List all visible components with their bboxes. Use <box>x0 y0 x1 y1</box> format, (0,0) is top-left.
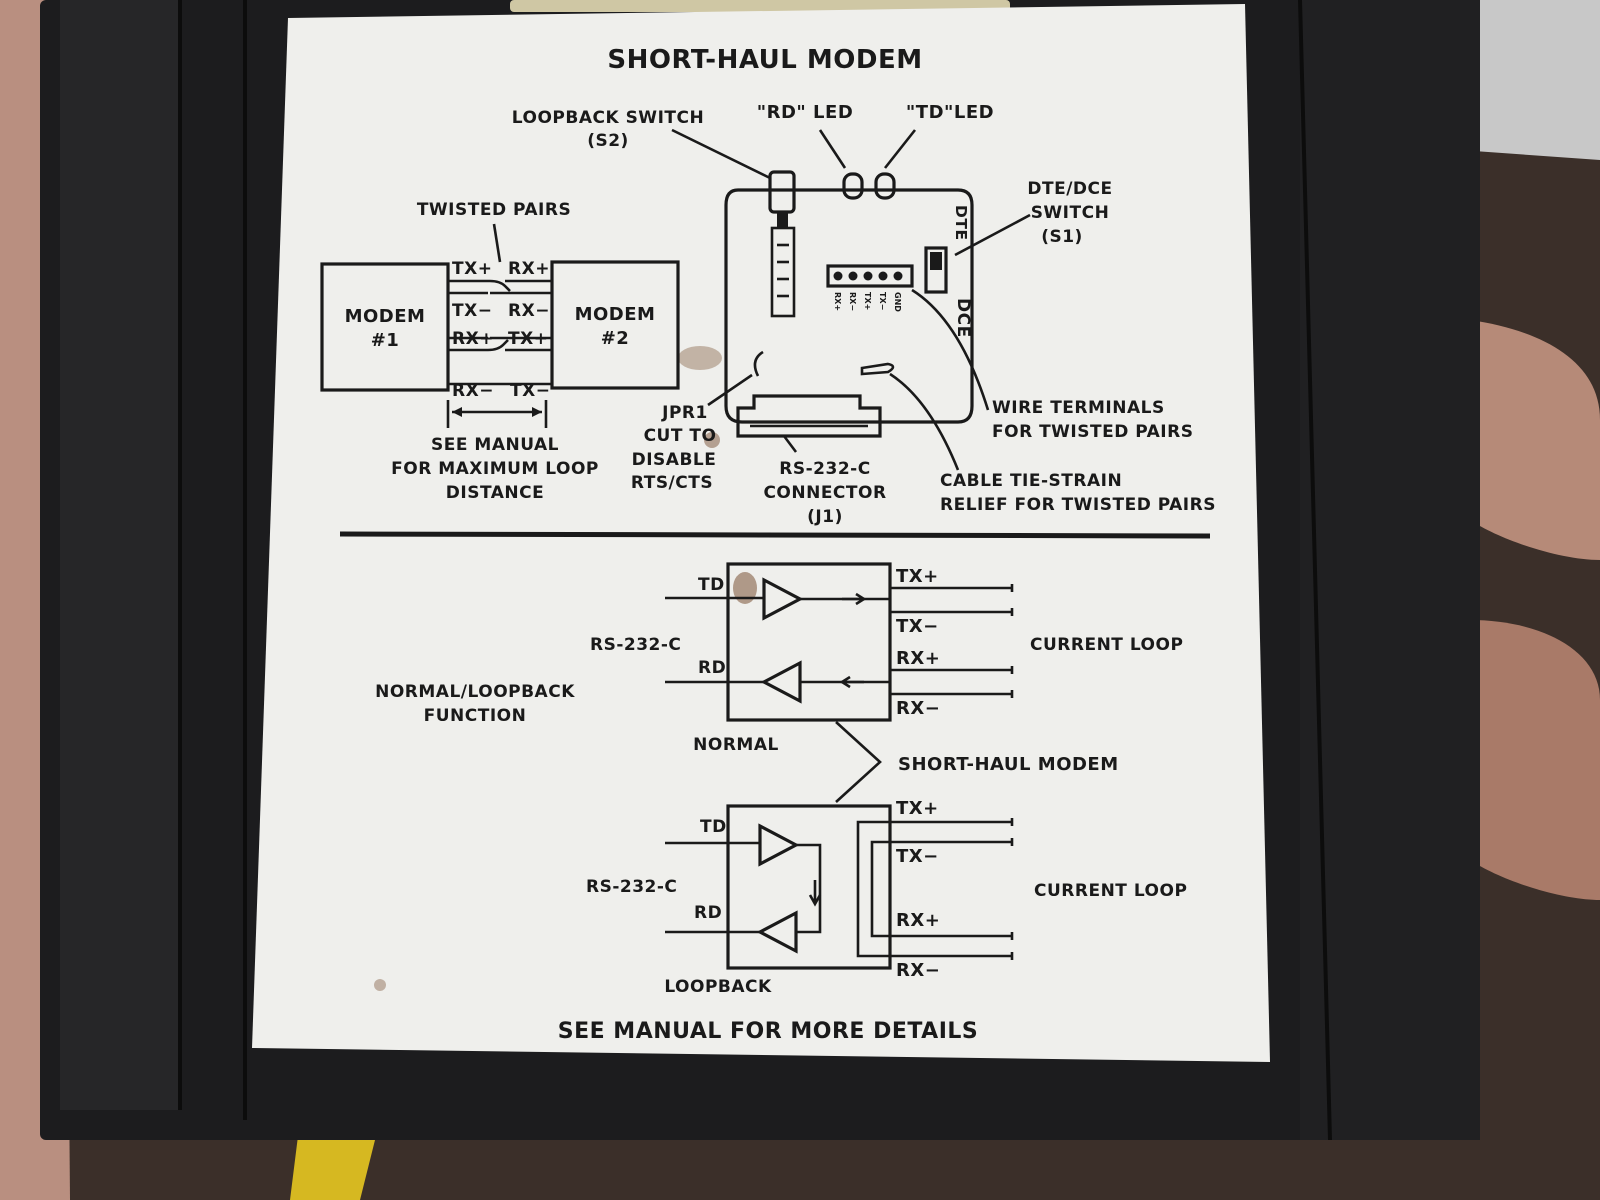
keyboard <box>1450 0 1600 160</box>
rs232-connector-label-2: CONNECTOR <box>763 483 886 503</box>
modem-2-label: MODEM <box>575 304 656 325</box>
td-led <box>874 172 896 200</box>
pair-label-right-rx-minus: RX− <box>508 301 550 321</box>
dte-dce-switch-label-1: DTE/DCE <box>1027 179 1112 199</box>
normal-tx-driver <box>762 577 804 621</box>
finger-right-2 <box>1470 620 1600 900</box>
normal-tx-minus: TX− <box>896 616 939 637</box>
function-label-2: FUNCTION <box>424 706 527 726</box>
twisted-pairs-label: TWISTED PAIRS <box>417 200 571 220</box>
loopback-switch-id: (S2) <box>587 131 629 151</box>
see-manual-loop-1: SEE MANUAL <box>431 435 559 455</box>
switch-dte-text: DTE <box>952 205 970 241</box>
case-rail-left <box>60 0 180 1110</box>
section-divider <box>339 531 1211 539</box>
board-outline <box>724 188 974 424</box>
pair-label-left-rx-minus: RX− <box>452 381 494 401</box>
dte-dce-switch-id: (S1) <box>1041 227 1083 247</box>
normal-modem-box <box>726 562 892 722</box>
top-sticker-edge <box>510 0 1010 12</box>
loopback-switch-header <box>770 226 796 318</box>
title: SHORT-HAUL MODEM <box>607 45 922 75</box>
wire-terminals-label-1: WIRE TERMINALS <box>992 398 1165 418</box>
pair-label-left-tx-plus: TX+ <box>452 259 492 279</box>
normal-rd-label: RD <box>698 658 726 678</box>
modem-1-label: MODEM <box>345 306 426 327</box>
jpr1-label-4: RTS/CTS <box>631 473 713 493</box>
terminal-label-tx-plus: TX+ <box>863 292 872 310</box>
rd-led-label: "RD" LED <box>757 102 854 123</box>
loopback-modem-box <box>726 804 892 970</box>
normal-rx-minus: RX− <box>896 698 940 719</box>
terminal-label-rx-plus: RX+ <box>833 292 842 311</box>
modem-1-number: #1 <box>371 330 400 351</box>
loopback-td-label: TD <box>700 817 727 837</box>
terminal-label-rx-minus: RX− <box>848 292 857 311</box>
see-manual-loop-2: FOR MAXIMUM LOOP <box>391 459 599 479</box>
terminal-label-tx-minus: TX− <box>878 292 887 310</box>
jpr1-label-3: DISABLE <box>632 450 717 470</box>
normal-caption: NORMAL <box>693 735 779 755</box>
normal-tx-plus: TX+ <box>896 566 939 587</box>
loopback-tx-minus: TX− <box>896 846 939 867</box>
dte-dce-switch-label-2: SWITCH <box>1031 203 1110 223</box>
pair-label-left-rx-plus: RX+ <box>452 329 494 349</box>
wire-terminal-block <box>826 264 914 288</box>
rd-led <box>842 172 864 200</box>
switch-dce-text: DCE <box>953 298 973 338</box>
finger-right-1 <box>1470 320 1600 560</box>
loopback-rx-minus: RX− <box>896 960 940 981</box>
see-manual-loop-3: DISTANCE <box>446 483 544 503</box>
loopback-caption: LOOPBACK <box>664 977 772 997</box>
pair-label-right-tx-plus: TX+ <box>508 329 548 349</box>
jpr1-label-1: JPR1 <box>661 403 708 423</box>
modem-2-number: #2 <box>601 328 630 349</box>
rs232-connector-label-1: RS-232-C <box>779 459 870 479</box>
td-led-label: "TD"LED <box>906 102 994 123</box>
rs232-connector <box>736 394 882 438</box>
loopback-rd-label: RD <box>694 903 722 923</box>
normal-rx-plus: RX+ <box>896 648 940 669</box>
modem-1-box <box>320 262 450 392</box>
normal-current-loop-label: CURRENT LOOP <box>1030 635 1183 655</box>
normal-rs232-label: RS-232-C <box>590 635 681 655</box>
cable-tie-label-1: CABLE TIE-STRAIN <box>940 471 1122 491</box>
loopback-switch-label: LOOPBACK SWITCH <box>512 108 704 128</box>
wire-terminals-label-2: FOR TWISTED PAIRS <box>992 422 1193 442</box>
loopback-rs232-label: RS-232-C <box>586 877 677 897</box>
pair-label-left-tx-minus: TX− <box>452 301 492 321</box>
loopback-rx-plus: RX+ <box>896 910 940 931</box>
short-haul-modem-label: SHORT-HAUL MODEM <box>898 754 1119 775</box>
modem-2-box <box>550 260 680 390</box>
case-rail-right <box>1300 0 1480 1140</box>
jpr1-jumper <box>753 350 764 377</box>
jpr1-label-2: CUT TO <box>644 426 717 446</box>
normal-td-label: TD <box>698 575 725 595</box>
loopback-tx-plus: TX+ <box>896 798 939 819</box>
cable-tie-label-2: RELIEF FOR TWISTED PAIRS <box>940 495 1216 515</box>
pair-label-right-tx-minus: TX− <box>510 381 550 401</box>
loopback-tx-driver <box>758 823 800 867</box>
loopback-rx-receiver <box>756 910 798 954</box>
footer-note: SEE MANUAL FOR MORE DETAILS <box>558 1019 979 1044</box>
cable-tie <box>860 362 895 376</box>
terminal-label-gnd: GND <box>893 292 902 312</box>
pair-label-right-rx-plus: RX+ <box>508 259 550 279</box>
rs232-connector-label-3: (J1) <box>807 507 843 527</box>
function-label-1: NORMAL/LOOPBACK <box>375 682 575 702</box>
dte-dce-switch <box>924 246 948 294</box>
loopback-current-loop-label: CURRENT LOOP <box>1034 881 1187 901</box>
